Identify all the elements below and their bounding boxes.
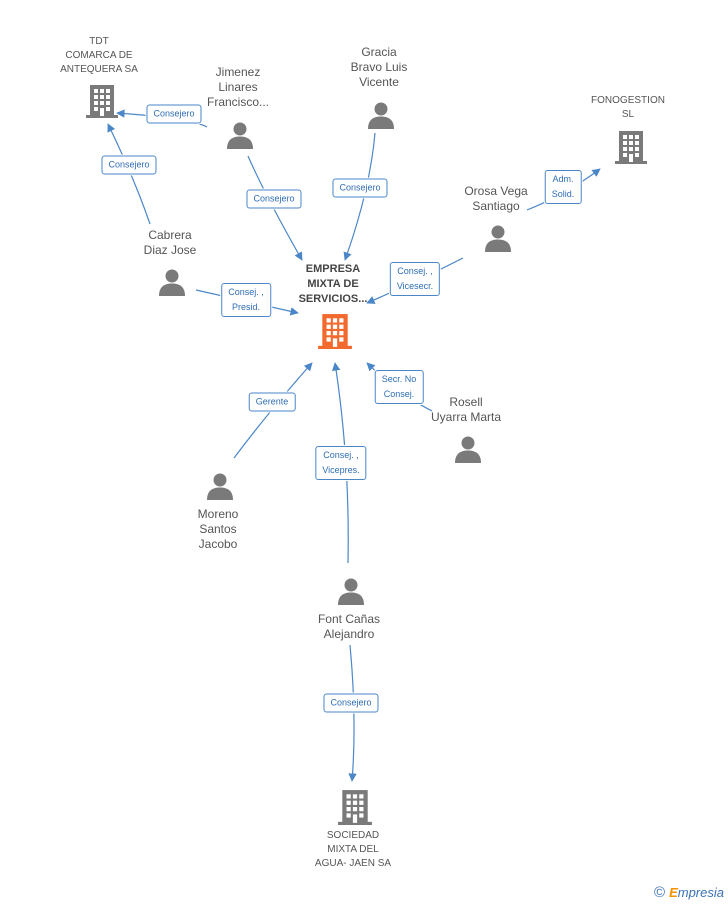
node-label-sociedad[interactable]: SOCIEDAD MIXTA DEL AGUA- JAEN SA bbox=[314, 830, 392, 869]
edge-label-cabrera-main: Consej. , Presid. bbox=[221, 283, 271, 317]
person-icon-font bbox=[338, 578, 364, 605]
node-label-tdt[interactable]: TDT COMARCA DE ANTEQUERA SA bbox=[60, 36, 138, 75]
edge-label-cabrera-tdt: Consejero bbox=[101, 155, 157, 175]
building-icon-fonogestion bbox=[615, 131, 647, 164]
copyright-icon: © bbox=[654, 884, 666, 901]
edge-label-font-main: Consej. , Vicepres. bbox=[315, 446, 367, 480]
node-label-font[interactable]: Font Cañas Alejandro bbox=[317, 612, 381, 641]
person-icon-moreno bbox=[207, 473, 233, 500]
building-icon-tdt bbox=[86, 85, 118, 118]
node-label-rosell[interactable]: Rosell Uyarra Marta bbox=[430, 395, 502, 424]
person-icon-jimenez bbox=[227, 122, 253, 149]
person-icon-gracia bbox=[368, 102, 394, 129]
person-icon-cabrera bbox=[159, 269, 185, 296]
person-icon-rosell bbox=[455, 436, 481, 463]
edge-label-rosell-main: Secr. No Consej. bbox=[374, 370, 424, 404]
edge-font-sociedad bbox=[348, 644, 357, 782]
building-icon-main bbox=[318, 314, 352, 349]
edge-label-font-sociedad: Consejero bbox=[323, 693, 379, 713]
node-label-cabrera[interactable]: Cabrera Diaz Jose bbox=[143, 228, 197, 257]
building-icon-sociedad bbox=[338, 790, 372, 825]
edge-label-orosa-fono: Adm. Solid. bbox=[544, 170, 582, 204]
edge-label-jimenez-main: Consejero bbox=[246, 189, 302, 209]
edge-label-orosa-main: Consej. , Vicesecr. bbox=[389, 262, 441, 296]
edge-cabrera-tdt bbox=[107, 123, 151, 225]
node-label-moreno[interactable]: Moreno Santos Jacobo bbox=[197, 507, 239, 551]
person-icon-orosa bbox=[485, 225, 511, 252]
edge-label-moreno-main: Gerente bbox=[248, 392, 296, 412]
node-label-jimenez[interactable]: Jimenez Linares Francisco... bbox=[206, 65, 270, 109]
edge-label-gracia-main: Consejero bbox=[332, 178, 388, 198]
node-label-fonogestion[interactable]: FONOGESTION SL bbox=[591, 95, 665, 120]
edge-label-jimenez-tdt: Consejero bbox=[146, 104, 202, 124]
footer-brand: © Empresia bbox=[654, 884, 724, 901]
node-label-gracia[interactable]: Gracia Bravo Luis Vicente bbox=[350, 45, 408, 89]
node-label-orosa[interactable]: Orosa Vega Santiago bbox=[464, 184, 528, 213]
brand-logo: Empresia bbox=[669, 885, 724, 900]
node-label-main[interactable]: EMPRESA MIXTA DE SERVICIOS... bbox=[298, 263, 368, 305]
